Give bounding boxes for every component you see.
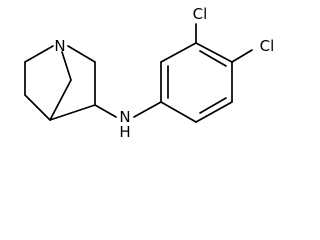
chlorine-bonds (195, 23, 253, 63)
ring-bond-2 (160, 42, 197, 63)
structure-diagram: N N H Cl Cl (24, 5, 274, 141)
ring-double-bond-b (199, 50, 227, 67)
ring-bond-6 (160, 101, 197, 123)
chlorine-4-label: Cl (260, 37, 275, 55)
ring-nitrogen-label: N (54, 37, 65, 55)
dichlorophenyl-ring (160, 42, 233, 123)
amine-nitrogen-label: N (119, 108, 130, 126)
bond-c4-cl (231, 49, 253, 63)
bond-n1-c5 (61, 51, 72, 81)
bond-c7-c4 (49, 104, 96, 121)
chlorine-3-label: Cl (193, 5, 208, 23)
bond-c3-c4 (24, 94, 51, 121)
bond-nh-aryl (133, 101, 162, 118)
bond-n1-c2 (24, 45, 54, 63)
ring-bond-3 (195, 42, 233, 63)
amine-linker (94, 101, 162, 118)
bond-n1-c6 (67, 45, 96, 63)
bond-c7-nh (94, 104, 117, 118)
ring-double-bond-c (199, 97, 227, 114)
atom-labels: N N H Cl Cl (54, 5, 274, 141)
amine-hydrogen-label: H (119, 123, 130, 141)
bond-c5-c4 (49, 79, 72, 121)
ring-bond-5 (195, 101, 233, 123)
quinuclidine-cage (24, 45, 96, 121)
